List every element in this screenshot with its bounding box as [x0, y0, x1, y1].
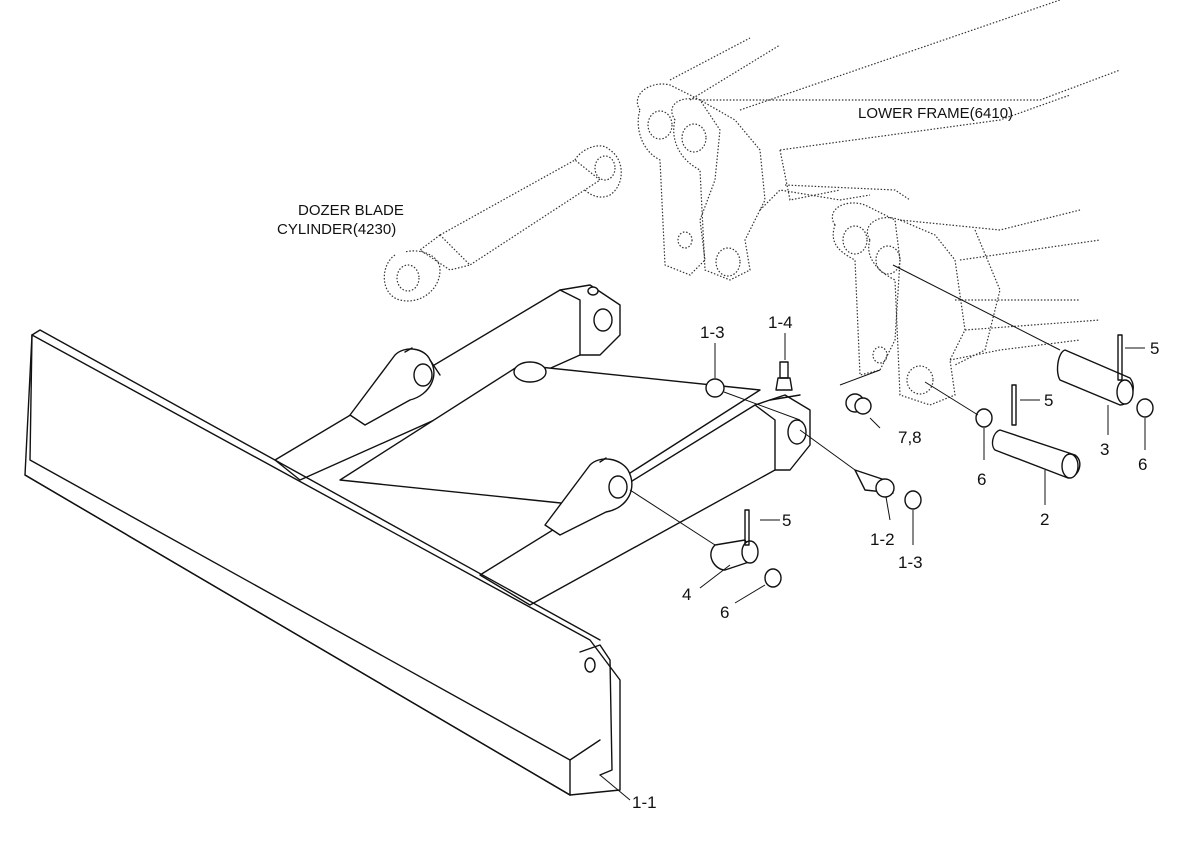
callout-1-1: 1-1	[632, 793, 657, 812]
leader-lines	[599, 333, 1146, 801]
blade	[24, 329, 621, 796]
assembly-lines	[629, 264, 1061, 546]
callout-6-right: 6	[1138, 455, 1147, 474]
callout-6-mid: 6	[977, 470, 986, 489]
callout-1-4: 1-4	[768, 313, 793, 332]
callout-1-2: 1-2	[870, 530, 895, 549]
dozer-frame	[274, 284, 811, 606]
callout-2: 2	[1040, 510, 1049, 529]
callout-5-right: 5	[1150, 339, 1159, 358]
callout-4: 4	[682, 585, 691, 604]
cylinder-label-line1: DOZER BLADE	[298, 202, 404, 219]
lower-frame-label: LOWER FRAME(6410)	[858, 105, 1013, 122]
callout-5-mid: 5	[1044, 391, 1053, 410]
callout-7-8: 7,8	[898, 428, 922, 447]
lower-frame-outline	[636, 0, 1121, 406]
callout-1-3-top: 1-3	[700, 323, 725, 342]
cylinder-label-line2: CYLINDER(4230)	[277, 221, 396, 238]
callout-5-left: 5	[782, 511, 791, 530]
hardware-parts	[705, 334, 1154, 588]
dozer-blade-cylinder	[383, 145, 622, 302]
callout-1-3-bottom: 1-3	[898, 553, 923, 572]
callout-6-left: 6	[720, 603, 729, 622]
callout-3: 3	[1100, 440, 1109, 459]
